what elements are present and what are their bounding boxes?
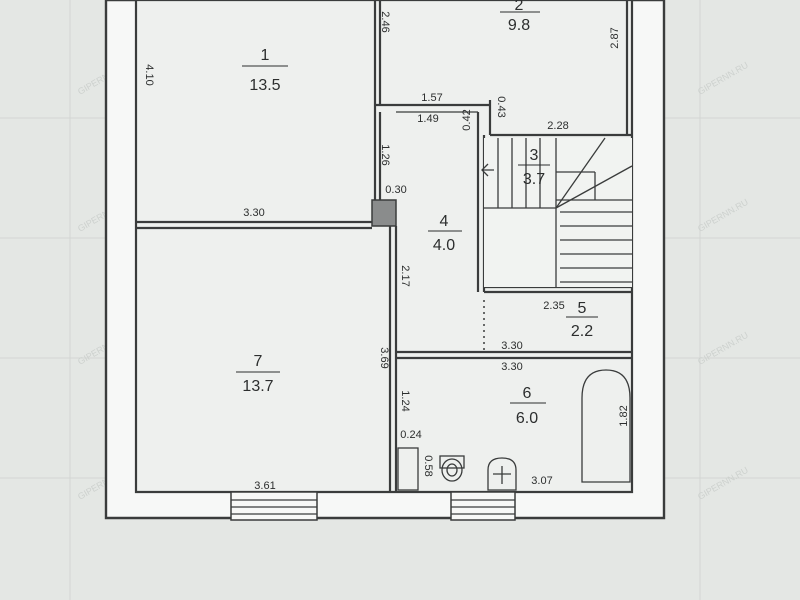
dimension-label: 0.43 <box>495 96 507 117</box>
stair-arrow-icon <box>481 163 494 177</box>
room-area: 3.7 <box>523 171 545 188</box>
room-area: 4.0 <box>433 237 455 254</box>
staircase <box>481 137 633 287</box>
room-4: 4 4.0 <box>428 213 462 254</box>
dimension-label: 3.30 <box>501 340 522 352</box>
dimension-label: 3.07 <box>531 475 552 487</box>
room-3: 3 3.7 <box>518 147 550 188</box>
dimension-label: 1.24 <box>399 390 411 411</box>
room-number: 6 <box>523 385 532 402</box>
room-number: 4 <box>440 213 449 230</box>
dimension-label: 2.28 <box>547 120 568 132</box>
boiler <box>397 447 419 491</box>
dimension-label: 2.35 <box>543 300 564 312</box>
room-area: 2.2 <box>571 323 593 340</box>
window-left <box>230 491 318 521</box>
watermark-text: GIPERNN.RU <box>696 60 750 97</box>
watermark-text: GIPERNN.RU <box>696 197 750 234</box>
room-area: 13.5 <box>249 77 280 94</box>
dimension-label: 2.17 <box>399 265 411 286</box>
room-area: 13.7 <box>242 378 273 395</box>
room-7: 7 13.7 <box>236 353 280 395</box>
dimension-label: 1.26 <box>379 144 391 165</box>
dimension-label: 1.82 <box>618 405 630 426</box>
dimension-label: 1.49 <box>417 113 438 125</box>
room-area: 6.0 <box>516 410 538 427</box>
room-5: 5 2.2 <box>566 300 598 340</box>
dimension-label: 3.30 <box>243 207 264 219</box>
room-number: 5 <box>578 300 587 317</box>
dimension-label: 1.57 <box>421 92 442 104</box>
inner-floor <box>134 0 634 494</box>
dimension-label: 0.24 <box>400 429 421 441</box>
room-6: 6 6.0 <box>510 385 546 427</box>
dimension-label: 3.61 <box>254 480 275 492</box>
sink <box>487 457 517 491</box>
dimension-label: 4.10 <box>143 64 155 85</box>
room-number: 7 <box>254 353 263 370</box>
dimension-label: 0.42 <box>461 109 473 130</box>
room-number: 3 <box>530 147 539 164</box>
dimension-label: 0.30 <box>385 184 406 196</box>
dimension-label: 3.30 <box>501 361 522 373</box>
room-number: 2 <box>515 0 524 14</box>
dimension-label: 2.46 <box>379 11 391 32</box>
dimension-labels: 1.57 1.49 2.28 0.30 3.30 2.35 3.30 3.30 … <box>143 11 630 492</box>
room-1: 1 13.5 <box>242 47 288 94</box>
dimension-label: 2.87 <box>609 27 621 48</box>
window-right <box>450 491 516 521</box>
bathtub <box>581 369 631 483</box>
dimension-label: 0.58 <box>422 455 434 476</box>
room-number: 1 <box>261 47 270 64</box>
toilet <box>439 455 465 482</box>
watermark-text: GIPERNN.RU <box>696 465 750 502</box>
room-2: 2 9.8 <box>500 0 540 34</box>
dimension-label: 3.69 <box>378 347 390 368</box>
watermark-text: GIPERNN.RU <box>696 330 750 367</box>
room-area: 9.8 <box>508 17 530 34</box>
